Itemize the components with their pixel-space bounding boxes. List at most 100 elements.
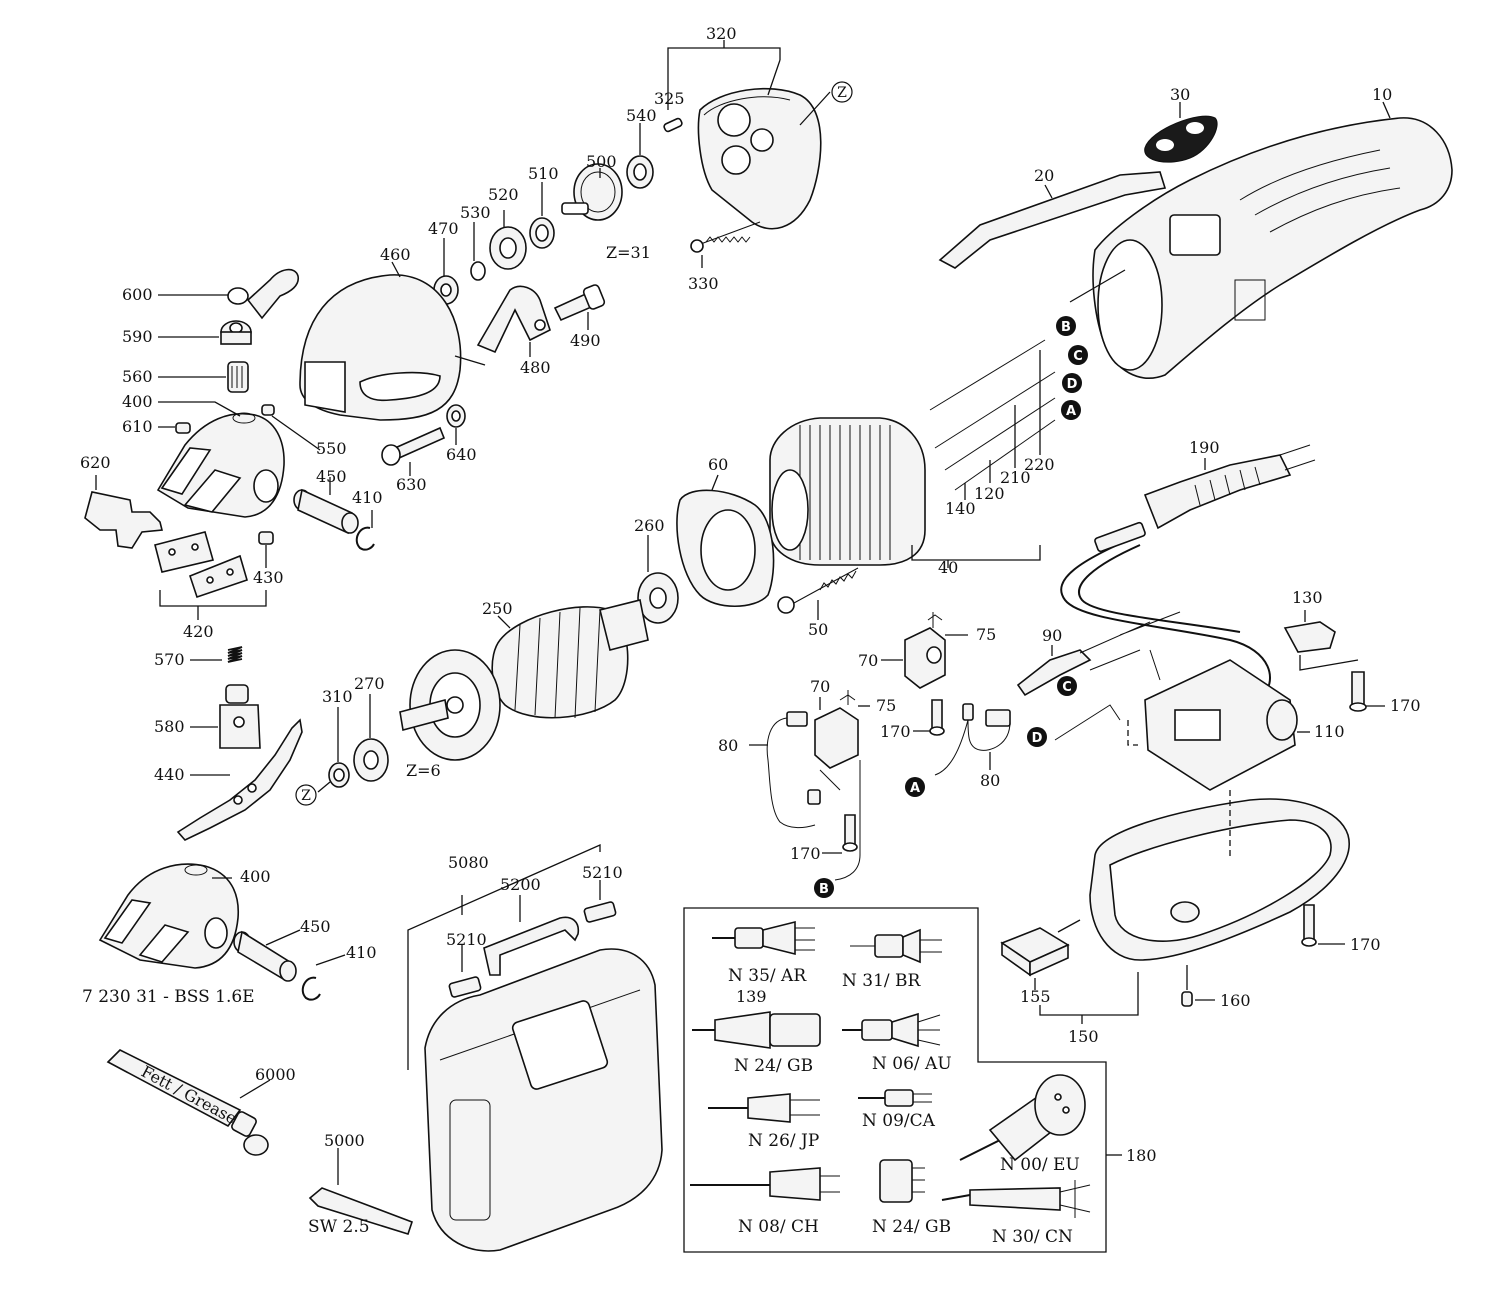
screw-430 bbox=[258, 531, 274, 545]
latch-5210-left bbox=[448, 976, 482, 998]
label-80-left: 80 bbox=[718, 736, 738, 755]
label-530: 530 bbox=[460, 203, 491, 222]
handle-5200 bbox=[483, 916, 580, 976]
label-440: 440 bbox=[154, 765, 185, 784]
marker-d-switch: D bbox=[1027, 727, 1047, 747]
cable-190 bbox=[1143, 444, 1316, 530]
label-260: 260 bbox=[634, 516, 665, 535]
nut-590 bbox=[220, 320, 252, 345]
bracket-480 bbox=[476, 285, 551, 354]
plug-n35 bbox=[712, 920, 815, 956]
plug-n26 bbox=[708, 1093, 820, 1123]
plug-caption-n30: N 30/ CN bbox=[992, 1227, 1073, 1247]
plunger-580 bbox=[219, 684, 261, 749]
bearing-260 bbox=[637, 572, 679, 624]
label-30: 30 bbox=[1170, 85, 1190, 104]
plug-n00 bbox=[959, 1074, 1086, 1162]
label-120: 120 bbox=[974, 484, 1005, 503]
plug-n06 bbox=[842, 1012, 941, 1048]
screw-160 bbox=[1181, 991, 1193, 1007]
spring-570 bbox=[227, 646, 243, 663]
svg-text:D: D bbox=[1032, 731, 1043, 746]
brush-holder-70-lower bbox=[814, 690, 859, 769]
head-cover-460 bbox=[299, 274, 462, 421]
plug-caption-n00: N 00/ EU bbox=[1000, 1155, 1080, 1175]
label-6000: 6000 bbox=[255, 1065, 296, 1084]
label-550: 550 bbox=[316, 439, 347, 458]
washer-510 bbox=[529, 217, 555, 249]
label-60: 60 bbox=[708, 455, 728, 474]
label-20: 20 bbox=[1034, 166, 1054, 185]
ref-marker-z-bottom: Z bbox=[295, 784, 317, 806]
label-520: 520 bbox=[488, 185, 519, 204]
plug-variant-frame bbox=[683, 907, 1107, 1253]
label-310: 310 bbox=[322, 687, 353, 706]
cable-loop-wiring bbox=[1060, 521, 1271, 701]
washer-530 bbox=[470, 261, 486, 281]
plug-caption-n06: N 06/ AU bbox=[872, 1054, 952, 1074]
label-640: 640 bbox=[446, 445, 477, 464]
label-450-variant: 450 bbox=[300, 917, 331, 936]
washer-640 bbox=[446, 404, 466, 428]
label-155: 155 bbox=[1020, 987, 1051, 1006]
label-430: 430 bbox=[253, 568, 284, 587]
marker-b-top: B bbox=[1056, 316, 1076, 336]
marker-a-top: A bbox=[1061, 400, 1081, 420]
label-190: 190 bbox=[1189, 438, 1220, 457]
marker-c-switch: C bbox=[1057, 676, 1077, 696]
label-420: 420 bbox=[183, 622, 214, 641]
label-160: 160 bbox=[1220, 991, 1251, 1010]
grub-screw-610 bbox=[175, 422, 191, 434]
marker-c-top: C bbox=[1068, 345, 1088, 365]
label-110: 110 bbox=[1314, 722, 1345, 741]
part-labels: 320 325 540 500 510 520 530 470 460 330 … bbox=[80, 24, 1421, 1165]
ref-marker-z-top: Z bbox=[831, 81, 853, 103]
tooth-count-z6: Z=6 bbox=[406, 761, 441, 780]
screw-170-switch bbox=[1349, 671, 1367, 712]
label-5080: 5080 bbox=[448, 853, 489, 872]
ring-310 bbox=[328, 762, 350, 788]
label-500: 500 bbox=[586, 152, 617, 171]
screw-170-brush bbox=[929, 699, 945, 736]
label-50: 50 bbox=[808, 620, 828, 639]
label-170-switch: 170 bbox=[1390, 696, 1421, 715]
label-490: 490 bbox=[570, 331, 601, 350]
svg-text:Z: Z bbox=[837, 85, 847, 101]
label-460: 460 bbox=[380, 245, 411, 264]
label-580: 580 bbox=[154, 717, 185, 736]
label-180: 180 bbox=[1126, 1146, 1157, 1165]
lever-600 bbox=[227, 268, 300, 320]
brush-holder-70-upper bbox=[904, 612, 946, 689]
label-620: 620 bbox=[80, 453, 111, 472]
plug-caption-n31: N 31/ BR bbox=[842, 971, 922, 991]
cutting-head-400-variant bbox=[98, 863, 240, 969]
svg-text:A: A bbox=[910, 781, 920, 796]
label-139: 139 bbox=[736, 987, 767, 1006]
label-5210-right: 5210 bbox=[582, 863, 623, 882]
label-325: 325 bbox=[654, 89, 685, 108]
label-170-brush: 170 bbox=[880, 722, 911, 741]
label-75-upper: 75 bbox=[976, 625, 996, 644]
blade-set-420 bbox=[154, 531, 248, 599]
label-630: 630 bbox=[396, 475, 427, 494]
label-40: 40 bbox=[938, 558, 958, 577]
svg-text:C: C bbox=[1073, 349, 1083, 364]
svg-text:D: D bbox=[1067, 377, 1078, 392]
plate-620 bbox=[84, 491, 164, 549]
label-540: 540 bbox=[626, 106, 657, 125]
label-480: 480 bbox=[520, 358, 551, 377]
grub-screw-550 bbox=[261, 404, 275, 416]
label-270: 270 bbox=[354, 674, 385, 693]
marker-b-brush: B bbox=[814, 878, 834, 898]
plug-caption-n08: N 08/ CH bbox=[738, 1217, 819, 1237]
pin-560 bbox=[227, 361, 249, 393]
label-80-right: 80 bbox=[980, 771, 1000, 790]
screw-170-lower bbox=[842, 814, 858, 852]
label-140: 140 bbox=[945, 499, 976, 518]
switch-rod-20 bbox=[938, 171, 1167, 269]
label-90: 90 bbox=[1042, 626, 1062, 645]
variant-caption: 7 230 31 - BSS 1.6E bbox=[82, 987, 255, 1007]
screw-170-bottom bbox=[1301, 904, 1317, 947]
connector-90 bbox=[1016, 611, 1181, 697]
